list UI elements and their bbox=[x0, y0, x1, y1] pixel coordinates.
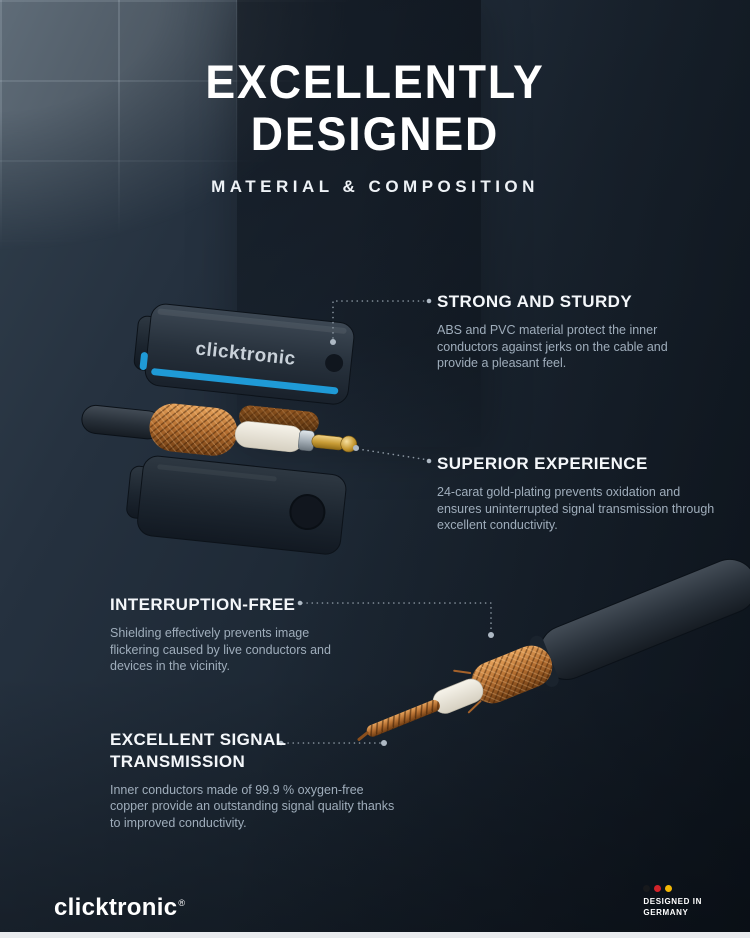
header: EXCELLENTLY DESIGNED MATERIAL & COMPOSIT… bbox=[0, 56, 750, 197]
flag-dot-black bbox=[643, 885, 651, 892]
feature-superior-experience: SUPERIOR EXPERIENCE 24-carat gold-platin… bbox=[437, 453, 721, 534]
accent-blue-stripe bbox=[151, 368, 339, 395]
bottom-border-strip bbox=[0, 932, 750, 938]
callout-line-interruption-free bbox=[301, 602, 492, 632]
made-in-line-1: DESIGNED IN bbox=[643, 897, 702, 906]
connector-bottom-shell bbox=[126, 455, 347, 555]
feature-strong-and-sturdy: STRONG AND STURDY ABS and PVC material p… bbox=[437, 291, 711, 372]
title-line-2: DESIGNED bbox=[250, 107, 500, 160]
gold-pin bbox=[311, 434, 346, 451]
designed-in-germany-badge: DESIGNED IN GERMANY bbox=[643, 885, 702, 918]
shell-screw-hole bbox=[325, 354, 344, 373]
feature-heading: EXCELLENT SIGNAL TRANSMISSION bbox=[110, 730, 287, 771]
logo-wordmark: clicktronic bbox=[54, 894, 178, 921]
feature-excellent-signal-transmission: EXCELLENT SIGNAL TRANSMISSION Inner cond… bbox=[110, 729, 402, 832]
made-in-line-2: GERMANY bbox=[643, 908, 689, 918]
cable-cross-section-illustration bbox=[357, 558, 750, 741]
connector-internals bbox=[81, 403, 358, 456]
callout-dots bbox=[278, 298, 494, 746]
feature-body: Inner conductors made of 99.9 % oxygen-f… bbox=[110, 782, 395, 831]
connector-exploded-illustration: clicktronic bbox=[81, 303, 358, 555]
clicktronic-logo: clicktronic® bbox=[54, 894, 185, 922]
callout-line-superior-experience bbox=[357, 448, 430, 461]
connector-top-shell: clicktronic bbox=[133, 303, 355, 405]
cable-outer-jacket bbox=[538, 558, 750, 680]
feature-interruption-free: INTERRUPTION-FREE Shielding effectively … bbox=[110, 594, 350, 675]
shell-cable-channel bbox=[289, 494, 326, 531]
gold-pin-tip bbox=[340, 435, 358, 453]
feature-body: 24-carat gold-plating prevents oxidation… bbox=[437, 484, 715, 533]
callout-lines bbox=[278, 298, 494, 746]
feature-body: Shielding effectively prevents image fli… bbox=[110, 625, 331, 674]
registered-mark: ® bbox=[178, 898, 186, 908]
flag-dot-red bbox=[654, 885, 662, 892]
subtitle: MATERIAL & COMPOSITION bbox=[211, 177, 539, 196]
german-flag-dots bbox=[643, 885, 702, 892]
title-line-1: EXCELLENTLY bbox=[205, 55, 545, 108]
feature-heading: SUPERIOR EXPERIENCE bbox=[437, 454, 648, 473]
feature-heading: INTERRUPTION-FREE bbox=[110, 595, 296, 614]
flag-dot-yellow bbox=[665, 885, 673, 892]
feature-body: ABS and PVC material protect the inner c… bbox=[437, 322, 668, 371]
feature-heading: STRONG AND STURDY bbox=[437, 292, 633, 311]
cable-dielectric bbox=[432, 678, 484, 714]
